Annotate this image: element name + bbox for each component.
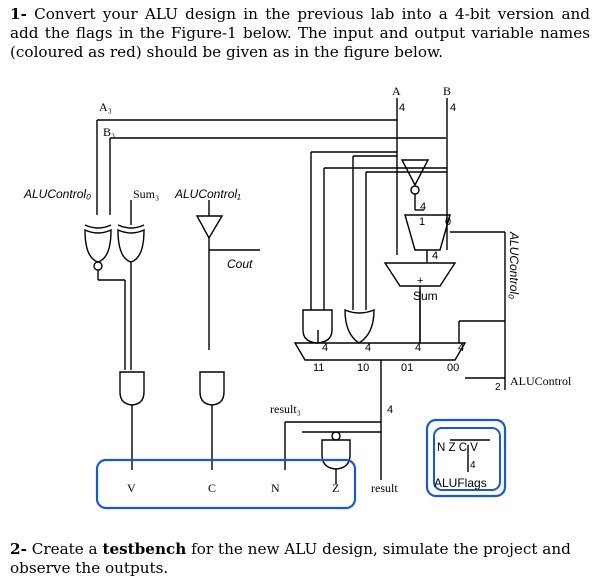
mux-input-1: 1 [419,216,425,228]
flag-label-C: C [208,481,216,495]
flag-label-N: N [271,481,280,495]
mux-select-10: 10 [357,362,369,374]
label-B3: B₃ [103,125,115,139]
mux-input-0: 0 [445,216,451,228]
label-result: result [371,481,398,495]
bus-width-control: 2 [495,382,501,393]
label-aluControl0-vertical: ALUControl₀ [507,231,521,299]
aluflags-highlight-box [425,418,507,498]
flags-highlight-box [95,458,357,510]
adder-plus: + [417,275,423,287]
question-1: 1- Convert your ALU design in the previo… [10,5,590,62]
bus-width-inv: 4 [420,201,426,213]
mux-select-00: 00 [447,362,459,374]
label-nzcv: N Z C V [437,442,478,454]
label-aluControl0-left: ALUControl₀ [23,187,91,201]
label-A: A [392,84,401,98]
question-2: 2- Create a testbench for the new ALU de… [10,540,590,578]
aluflags-highlight-box-inner [433,427,501,491]
bus-width-or: 4 [365,342,371,354]
label-aluFlags: ALUFlags [434,476,487,490]
bus-width-result: 4 [387,404,393,416]
mux-select-11: 11 [313,362,324,374]
label-cout: Cout [227,257,253,271]
label-sum: Sum [413,289,438,303]
question-2-bold: testbench [102,540,187,558]
bus-width-mux: 4 [432,250,438,262]
bus-width-A: 4 [399,102,405,114]
question-1-number: 1- [10,5,27,23]
label-aluControl1: ALUControl₁ [174,187,241,201]
question-2-post: for the new ALU design, simulate the pro… [10,540,571,577]
bus-width-zext: 4 [458,342,464,354]
label-sum3: Sum₃ [133,187,159,201]
label-result3: result₃ [270,402,301,416]
question-2-number: 2- [10,540,27,558]
label-B: B [443,84,451,98]
label-A3: A₃ [99,100,112,114]
bus-width-B: 4 [450,102,456,114]
mux-select-01: 01 [401,362,413,374]
bus-width-and: 4 [322,342,328,354]
bus-width-flags: 4 [470,460,476,471]
flag-label-Z: Z [332,481,339,495]
question-2-pre: Create a [31,540,98,558]
label-aluControl: ALUControl [510,374,572,388]
question-1-text: Convert your ALU design in the previous … [10,5,591,61]
flag-label-V: V [127,481,136,495]
bus-width-sum: 4 [415,342,421,354]
